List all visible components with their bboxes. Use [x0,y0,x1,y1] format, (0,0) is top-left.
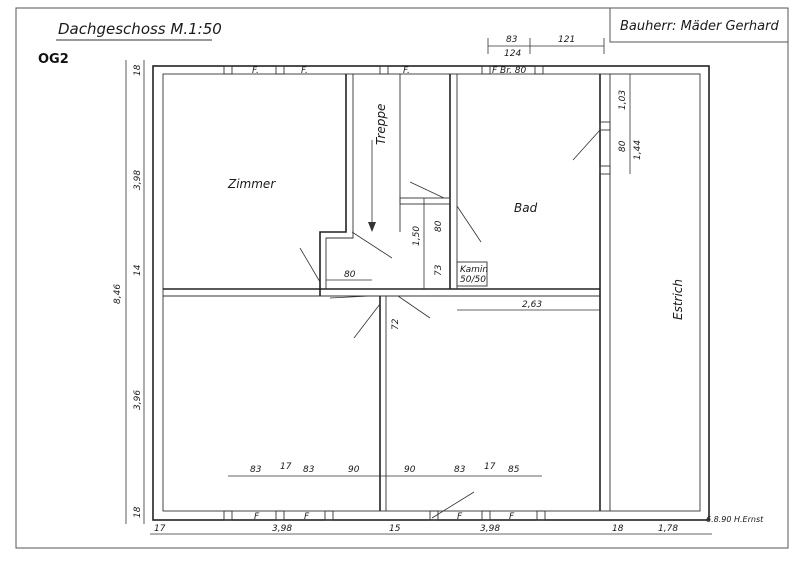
floor-code: OG2 [38,52,69,67]
outer-wall-outer [152,65,710,521]
owner-box [609,7,789,43]
dim-left-398: 3,98 [133,170,143,190]
dim-bot-178: 1,78 [658,524,678,534]
window-top-3 [379,65,389,75]
dim-bot-17: 17 [154,524,166,534]
outer-wall-inner [162,73,701,512]
dim-low-17a: 17 [280,462,292,472]
door-swing-8 [572,129,601,161]
dim-right-103: 1,03 [618,90,628,110]
door-swing-9 [431,491,475,519]
dim-low-83b: 83 [303,465,315,475]
window-mark-4: F Br. 80 [492,66,527,76]
window-top-4 [481,65,491,75]
dim-left-846: 8,46 [113,284,123,304]
kamin-box [456,261,488,287]
dim-low-85: 85 [508,465,520,475]
dim-left-396: 3,96 [133,390,143,410]
window-mark-3: F. [403,66,410,76]
window-bot-3 [324,510,334,521]
dim-door-72: 72 [391,318,401,330]
dim-left-14: 14 [133,264,143,276]
dim-top-121: 121 [558,35,575,45]
window-bot-2 [275,510,285,521]
dim-low-17b: 17 [484,462,496,472]
dim-stair-73: 73 [434,264,444,276]
dim-low-90b: 90 [404,465,416,475]
dim-low-83c: 83 [454,465,466,475]
window-bot-mark-3: F [457,512,463,522]
dim-top-124: 124 [504,49,521,59]
dim-bot-398b: 3,98 [480,524,500,534]
stair-wall-inner [325,74,354,289]
window-bot-6 [536,510,546,521]
kamin-size: 50/50 [460,275,486,285]
room-bad: Bad [514,201,538,215]
window-bot-mark-4: F [509,512,515,522]
kamin-label: Kamin [460,265,488,275]
drawing-title: Dachgeschoss M.1:50 [58,20,222,38]
sheet-border [15,7,789,549]
window-top-2 [275,65,285,75]
dim-low-90a: 90 [348,465,360,475]
stair-wall [319,74,347,296]
window-bot-4 [429,510,439,521]
window-bot-5 [481,510,491,521]
window-bot-mark-1: F [254,512,260,522]
room-zimmer: Zimmer [227,177,276,191]
room-treppe: Treppe [374,104,388,145]
dim-left-18-top: 18 [133,64,143,76]
window-mark-2: F. [301,66,308,76]
stair-arrow-head [368,222,376,232]
door-swing-5 [397,295,431,319]
estrich-hatch-1 [599,121,611,131]
dim-bot-398a: 3,98 [272,524,292,534]
window-top-5 [534,65,544,75]
room-estrich: Estrich [671,279,685,320]
door-swing-1 [409,181,445,199]
window-bot-1 [223,510,233,521]
door-swing-4 [299,247,321,283]
dim-stair-80b: 80 [344,270,356,280]
dim-bad-263: 2,63 [522,300,542,310]
window-bot-mark-2: F [304,512,310,522]
estrich-hatch-2 [599,165,611,175]
dim-left-18-bot: 18 [133,506,143,518]
dim-top-83: 83 [506,35,518,45]
dim-right-144: 1,44 [633,140,643,160]
dim-bot-18: 18 [612,524,624,534]
dim-bot-15: 15 [389,524,401,534]
signature: 6.8.90 H.Ernst [706,515,764,524]
window-mark-1: F. [252,66,259,76]
door-swing-6 [353,303,381,339]
dim-low-83a: 83 [250,465,262,475]
window-top-1 [223,65,233,75]
dim-right-80: 80 [618,140,628,152]
owner-label: Bauherr: Mäder Gerhard [620,19,779,34]
dim-stair-150: 1,50 [412,226,422,246]
door-swing-2 [456,205,482,243]
landing-block [399,197,451,205]
door-swing-7 [329,295,371,299]
door-swing-3 [351,231,393,259]
dim-stair-80a: 80 [434,220,444,232]
